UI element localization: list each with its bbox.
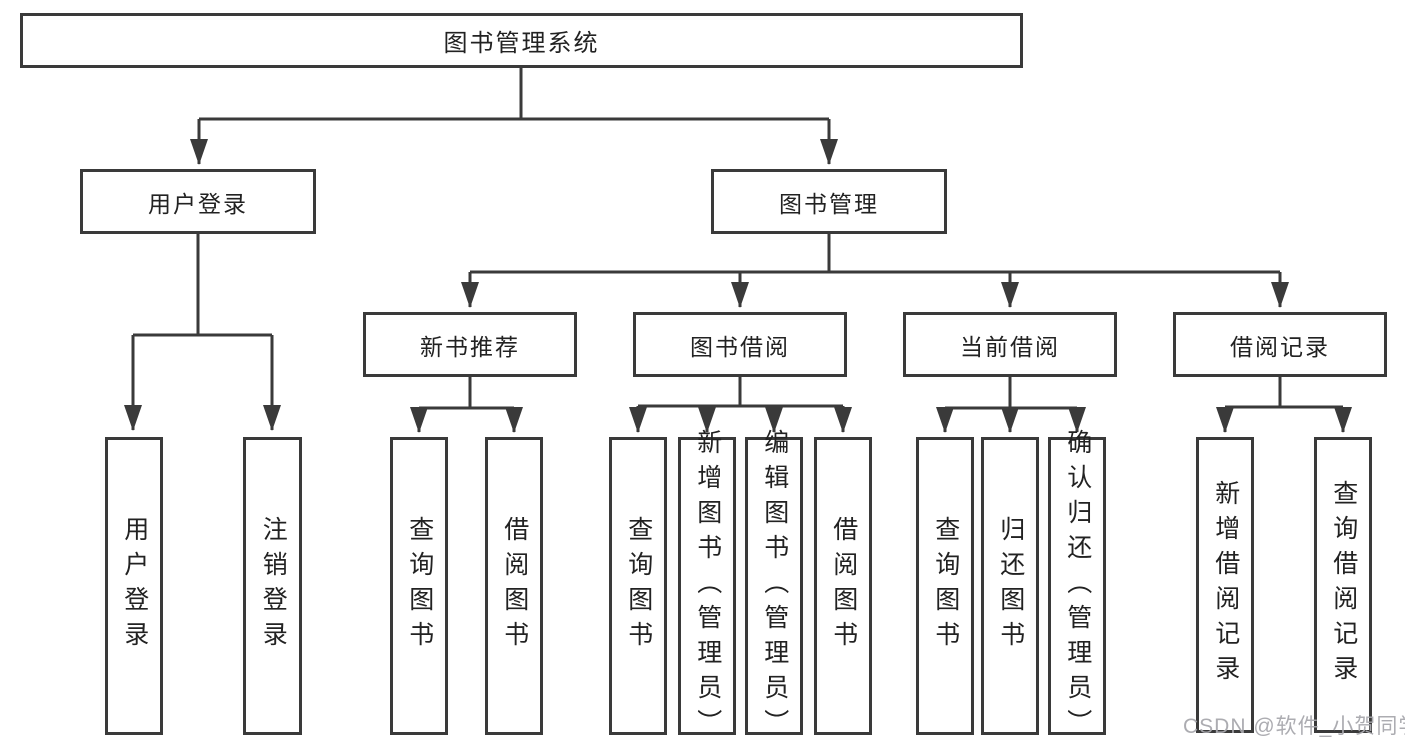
leaf-label: 借阅图书 — [829, 516, 858, 656]
leaf-label: 新增图书（管理员） — [693, 428, 722, 744]
node-label: 图书借阅 — [690, 333, 790, 360]
leaf-label: 查询图书 — [405, 516, 434, 656]
leaf-return-book: 归还图书 — [981, 437, 1039, 735]
node-label: 图书管理 — [779, 190, 879, 217]
node-book-borrow: 图书借阅 — [633, 312, 847, 377]
leaf-label: 查询借阅记录 — [1329, 480, 1358, 690]
leaf-label: 编辑图书（管理员） — [760, 428, 789, 744]
leaf-add-borrow-record: 新增借阅记录 — [1196, 437, 1254, 733]
node-label: 用户登录 — [148, 190, 248, 217]
node-label: 新书推荐 — [420, 333, 520, 360]
node-root-label: 图书管理系统 — [443, 30, 600, 57]
leaf-query-book-1: 查询图书 — [390, 437, 448, 735]
node-current-borrow: 当前借阅 — [903, 312, 1117, 377]
leaf-logout: 注销登录 — [243, 437, 302, 735]
leaf-query-borrow-record: 查询借阅记录 — [1314, 437, 1372, 733]
leaf-label: 借阅图书 — [500, 516, 529, 656]
leaf-confirm-return-admin: 确认归还（管理员） — [1048, 429, 1106, 744]
leaf-label: 新增借阅记录 — [1211, 480, 1240, 690]
leaf-label: 注销登录 — [259, 516, 288, 656]
leaf-borrow-book-1: 借阅图书 — [485, 437, 543, 735]
leaf-user-login: 用户登录 — [105, 437, 163, 735]
leaf-label: 用户登录 — [120, 516, 149, 656]
node-borrow-record: 借阅记录 — [1173, 312, 1387, 377]
leaf-borrow-book-2: 借阅图书 — [814, 437, 872, 735]
leaf-label: 确认归还（管理员） — [1063, 428, 1092, 744]
leaf-query-book-3: 查询图书 — [916, 437, 974, 735]
node-root: 图书管理系统 — [20, 13, 1023, 68]
node-book-management-branch: 图书管理 — [711, 169, 947, 234]
leaf-add-book-admin: 新增图书（管理员） — [678, 429, 736, 744]
leaf-label: 查询图书 — [931, 516, 960, 656]
node-new-book-recommend: 新书推荐 — [363, 312, 577, 377]
leaf-label: 查询图书 — [624, 516, 653, 656]
leaf-edit-book-admin: 编辑图书（管理员） — [745, 429, 803, 744]
csdn-watermark: CSDN @软件_小贺同学 — [1183, 715, 1405, 738]
node-user-login-branch: 用户登录 — [80, 169, 316, 234]
leaf-label: 归还图书 — [996, 516, 1025, 656]
node-label: 借阅记录 — [1230, 333, 1330, 360]
node-label: 当前借阅 — [960, 333, 1060, 360]
leaf-query-book-2: 查询图书 — [609, 437, 667, 735]
